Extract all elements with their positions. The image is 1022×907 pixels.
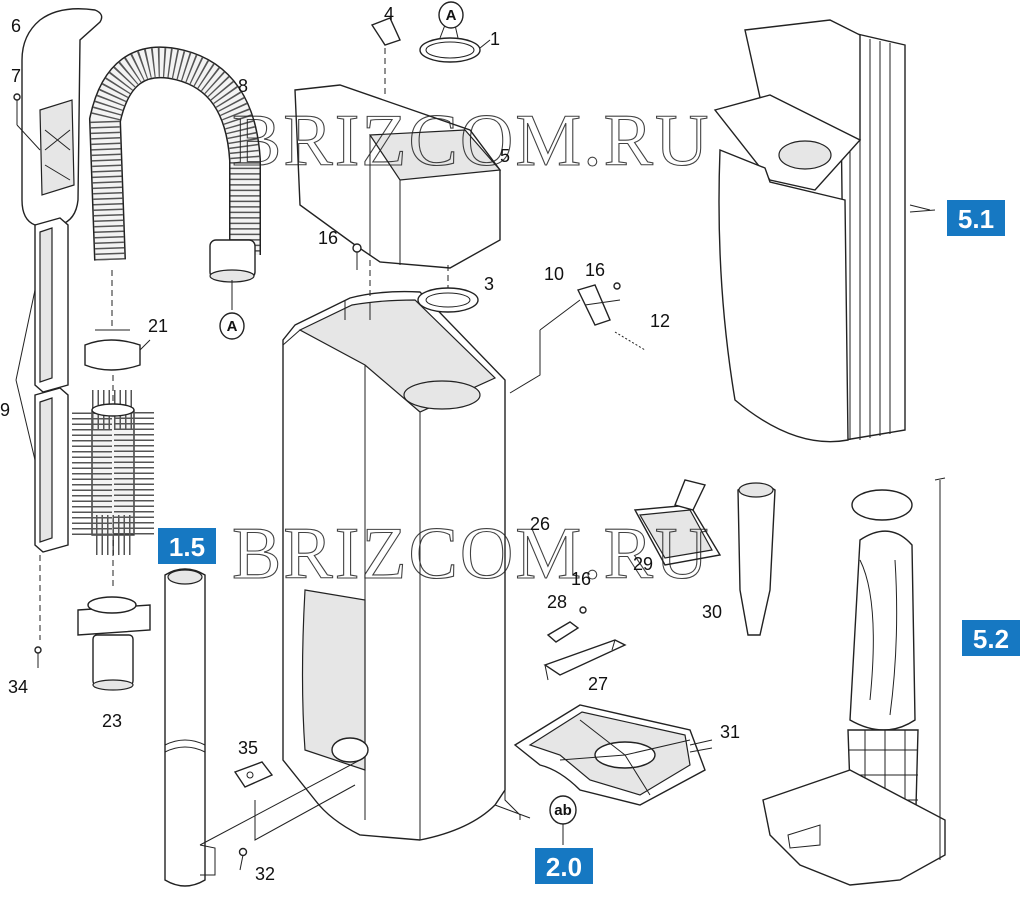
watermark-middle: BRIZCOM.RU bbox=[232, 513, 710, 595]
assembly-label-5-1: 5.1 bbox=[947, 200, 1005, 236]
assembly-label-5-2: 5.2 bbox=[962, 620, 1020, 656]
filter-cage-part bbox=[762, 477, 946, 886]
assembly-label-1-5: 1.5 bbox=[158, 528, 216, 564]
part-number-27: 27 bbox=[588, 674, 608, 694]
part-number-7: 7 bbox=[11, 66, 21, 86]
part-number-1: 1 bbox=[490, 29, 500, 49]
svg-text:1.5: 1.5 bbox=[169, 532, 205, 562]
main-housing-part bbox=[282, 290, 506, 841]
part-number-5: 5 bbox=[500, 146, 510, 166]
part-number-16-top: 16 bbox=[318, 228, 338, 248]
base-plate-part bbox=[513, 704, 713, 806]
svg-text:ab: ab bbox=[554, 802, 572, 819]
rod-part bbox=[164, 568, 206, 887]
leader-lines bbox=[199, 759, 531, 876]
part-number-labels: 6 7 8 4 1 5 16 3 10 16 12 21 9 26 29 16 … bbox=[0, 4, 740, 884]
screw-part bbox=[13, 93, 41, 151]
extension-tube-part bbox=[15, 217, 69, 640]
part-number-28: 28 bbox=[547, 592, 567, 612]
part-number-6: 6 bbox=[11, 16, 21, 36]
ring-part bbox=[419, 24, 491, 63]
handle-part bbox=[21, 8, 103, 226]
part-number-8: 8 bbox=[238, 76, 248, 96]
part-number-3: 3 bbox=[484, 274, 494, 294]
filter-bag-stack-part bbox=[713, 19, 936, 443]
part-number-12: 12 bbox=[650, 311, 670, 331]
latch-part bbox=[370, 17, 401, 95]
part-number-9: 9 bbox=[0, 400, 10, 420]
screw-32-part bbox=[238, 847, 248, 871]
screw-34-part bbox=[34, 646, 42, 668]
hose-section-part bbox=[72, 375, 154, 590]
part-number-30: 30 bbox=[702, 602, 722, 622]
part-number-21: 21 bbox=[148, 316, 168, 336]
screw-16-top-part bbox=[352, 243, 371, 300]
hose-part bbox=[88, 46, 261, 310]
foot-pad-part bbox=[233, 761, 274, 788]
connector-part bbox=[77, 596, 151, 691]
part-number-35: 35 bbox=[238, 738, 258, 758]
seal-part bbox=[417, 265, 479, 313]
part-number-16-low: 16 bbox=[571, 569, 591, 589]
svg-text:A: A bbox=[446, 7, 457, 24]
part-number-26: 26 bbox=[530, 514, 550, 534]
svg-text:5.1: 5.1 bbox=[958, 204, 994, 234]
clip-28-part bbox=[546, 606, 587, 643]
svg-text:5.2: 5.2 bbox=[973, 624, 1009, 654]
part-number-31: 31 bbox=[720, 722, 740, 742]
cover-part bbox=[294, 84, 502, 269]
part-number-16-mid: 16 bbox=[585, 260, 605, 280]
floor-nozzle-part bbox=[633, 479, 722, 566]
svg-text:2.0: 2.0 bbox=[546, 852, 582, 882]
circle-marker-a-top: A bbox=[438, 1, 464, 29]
part-number-34: 34 bbox=[8, 677, 28, 697]
svg-text:A: A bbox=[227, 318, 238, 335]
circle-marker-a-hose: A bbox=[219, 312, 245, 340]
bracket-27-part bbox=[543, 639, 627, 681]
latch-bracket-part bbox=[509, 282, 646, 394]
crevice-tool-part bbox=[737, 482, 776, 636]
assembly-label-2-0: 2.0 bbox=[535, 848, 593, 884]
watermark-top: BRIZCOM.RU bbox=[232, 100, 710, 182]
part-number-10: 10 bbox=[544, 264, 564, 284]
part-number-29: 29 bbox=[633, 554, 653, 574]
part-number-32: 32 bbox=[255, 864, 275, 884]
part-number-23: 23 bbox=[102, 711, 122, 731]
clip-part bbox=[84, 270, 151, 371]
part-number-4: 4 bbox=[384, 4, 394, 24]
circle-marker-ab: ab bbox=[549, 795, 577, 845]
